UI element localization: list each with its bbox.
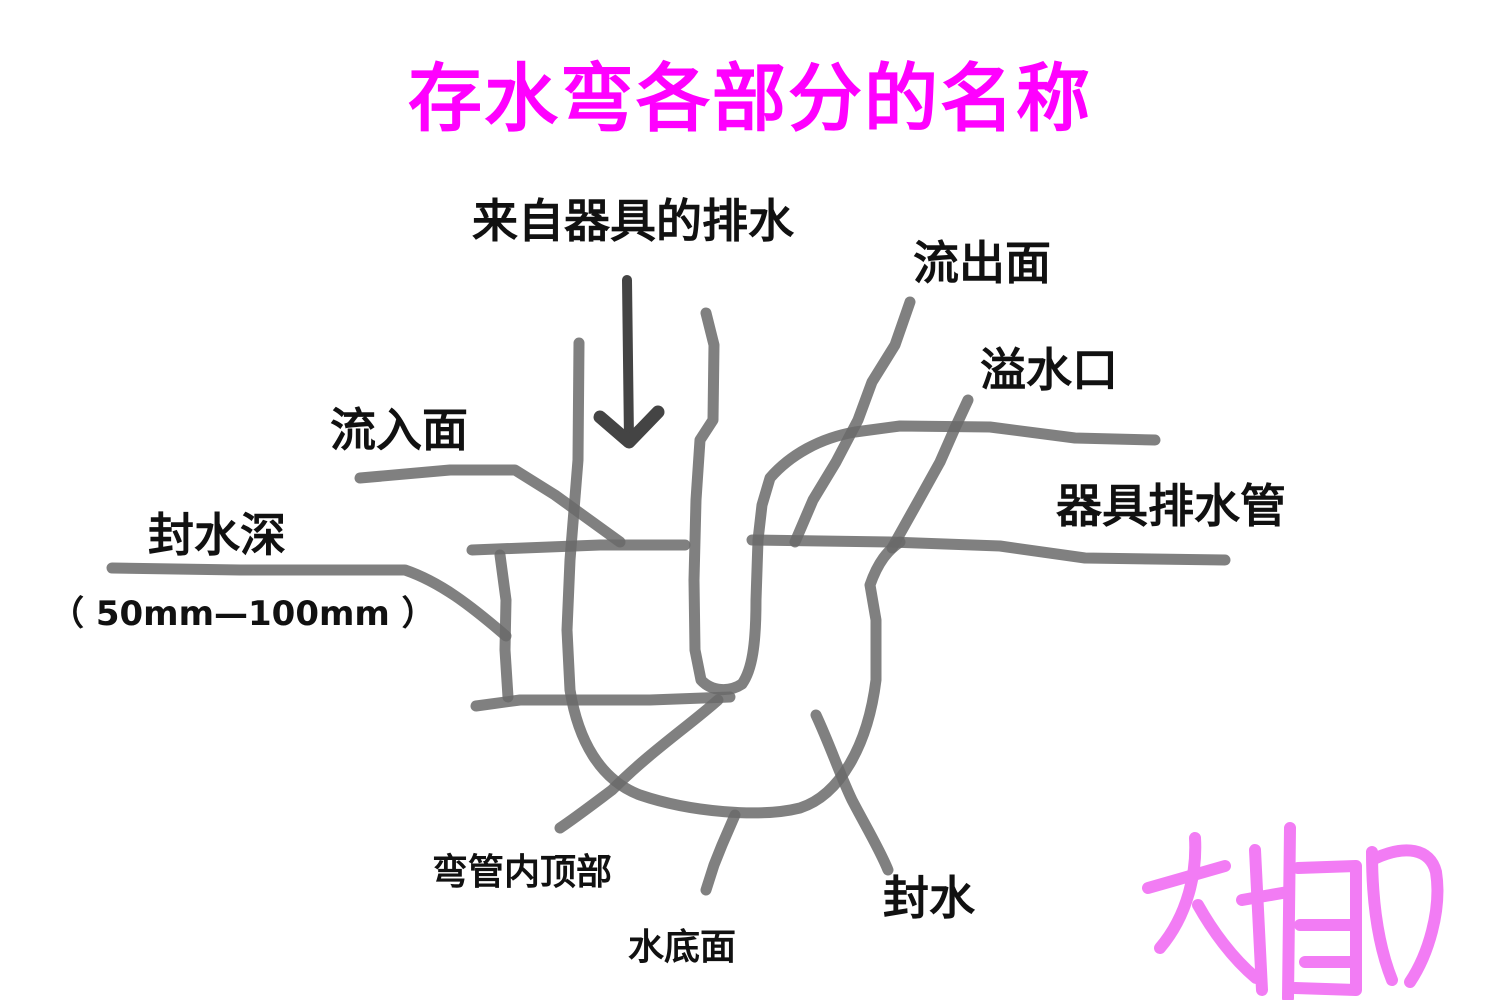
signature-stroke bbox=[1366, 846, 1398, 986]
leader-water-bottom bbox=[700, 809, 741, 896]
signature-stroke bbox=[1282, 822, 1296, 1000]
signature-stroke bbox=[1154, 832, 1202, 954]
seal-depth-bracket bbox=[494, 549, 514, 703]
arrow-head bbox=[593, 405, 665, 449]
label-water-bottom-surface: 水底面 bbox=[628, 927, 737, 968]
down-arrow-icon bbox=[593, 275, 665, 449]
outlet-lower-wall bbox=[746, 534, 1231, 566]
label-bend-inner-top: 弯管内顶部 bbox=[432, 852, 613, 893]
signature-stroke bbox=[1192, 899, 1262, 984]
leader-seal-depth bbox=[106, 562, 512, 642]
leader-water-seal bbox=[810, 709, 894, 876]
diagram-title: 存水弯各部分的名称 bbox=[408, 56, 1092, 142]
signature-mark bbox=[1142, 822, 1444, 1000]
leader-bend-inner-top bbox=[554, 694, 724, 834]
leader-outflow-surface bbox=[789, 296, 916, 548]
label-water-seal: 封水 bbox=[883, 871, 975, 925]
signature-stroke bbox=[1370, 844, 1444, 988]
leader-overflow-port bbox=[886, 394, 974, 554]
arrow-shaft bbox=[622, 275, 634, 445]
trap-inner-wall bbox=[688, 307, 1161, 695]
label-outflow-surface: 流出面 bbox=[913, 236, 1051, 290]
label-inflow-surface: 流入面 bbox=[330, 403, 468, 457]
inflow-surface-line bbox=[466, 539, 691, 556]
trap-outer-wall bbox=[561, 337, 906, 819]
water-bottom-line bbox=[470, 691, 736, 712]
label-fixture-drain-pipe: 器具排水管 bbox=[1056, 479, 1286, 533]
label-seal-depth: 封水深 bbox=[148, 508, 286, 562]
leader-inflow-surface bbox=[354, 464, 626, 548]
label-inflow-source: 来自器具的排水 bbox=[472, 194, 794, 248]
label-seal-depth-range: （ 50mm—100mm ） bbox=[50, 594, 436, 634]
signature-stroke bbox=[1249, 844, 1268, 996]
signature-stroke bbox=[1236, 886, 1294, 906]
label-overflow-port: 溢水口 bbox=[980, 343, 1118, 397]
